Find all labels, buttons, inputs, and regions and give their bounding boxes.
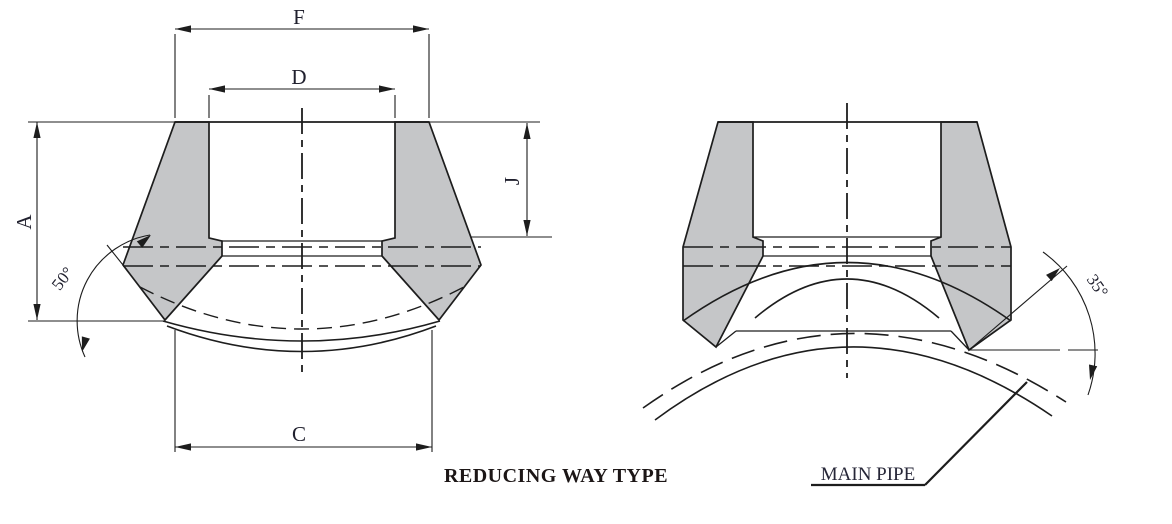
main-pipe-leader-line [924, 381, 1028, 486]
angle-35-arrow-bottom [1089, 364, 1098, 380]
body-section-right-wedge [381, 121, 482, 322]
a-dimension-label: A [12, 214, 36, 230]
right-view-on-main-pipe: 35° MAIN PIPE [642, 103, 1112, 487]
angle-50-edge-extension [106, 244, 128, 271]
bottom-left-chamfer [715, 330, 737, 348]
angle-35-arrow-top [1046, 268, 1060, 282]
c-dimension-label: C [292, 422, 306, 446]
angle-50-label: 50° [48, 263, 78, 293]
left-view-front-elevation: F D A J C 50° [12, 5, 552, 452]
main-pipe-label: MAIN PIPE [821, 464, 915, 485]
f-dimension-label: F [293, 5, 305, 29]
angle-35-label: 35° [1083, 271, 1112, 301]
d-dimension-label: D [291, 65, 306, 89]
pipe-bore-arc [754, 278, 940, 319]
angle-50-arrow-bottom [81, 336, 90, 352]
drawing-caption: REDUCING WAY TYPE [444, 465, 668, 487]
body-section-left-wedge [122, 121, 223, 322]
hidden-saddle-arc [139, 286, 465, 330]
angle-50-arrow-top [136, 235, 151, 248]
body-section-right-wedge [930, 121, 1012, 352]
bottom-right-chamfer [950, 330, 970, 351]
main-pipe-outer-arc-dashed [642, 332, 1067, 409]
j-dimension-label: J [500, 177, 524, 185]
main-pipe-inner-arc [654, 346, 1053, 421]
angle-50-arc [76, 234, 151, 358]
angle-35-arc [1042, 251, 1096, 396]
